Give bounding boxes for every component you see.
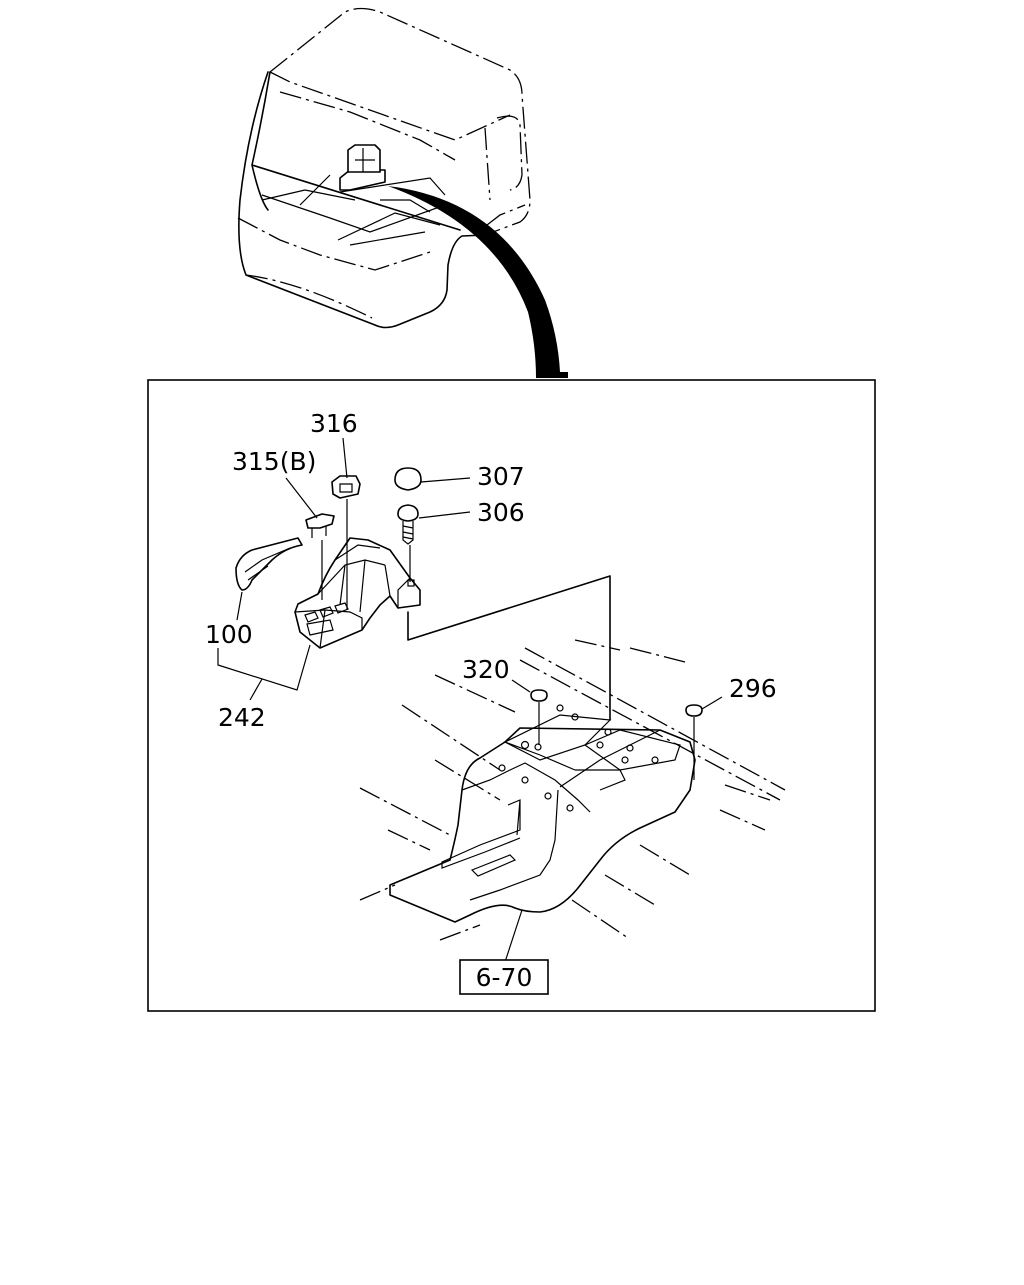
callout-307: 307 <box>477 462 525 491</box>
reference-label: 6-70 <box>476 963 533 992</box>
detail-frame <box>147 379 876 1012</box>
callout-316: 316 <box>310 409 358 438</box>
callout-242: 242 <box>218 703 266 732</box>
floor-tunnel-assembly <box>359 639 786 941</box>
grommets <box>530 689 703 780</box>
console-cover-assembly <box>235 467 611 721</box>
callout-315b: 315(B) <box>232 447 316 476</box>
truck-cab-overview <box>237 7 568 378</box>
callout-100: 100 <box>205 620 253 649</box>
callout-296: 296 <box>729 674 777 703</box>
reference-box: 6-70 <box>459 959 549 995</box>
leader-lines <box>217 437 723 963</box>
callout-306: 306 <box>477 498 525 527</box>
callout-320: 320 <box>462 655 510 684</box>
